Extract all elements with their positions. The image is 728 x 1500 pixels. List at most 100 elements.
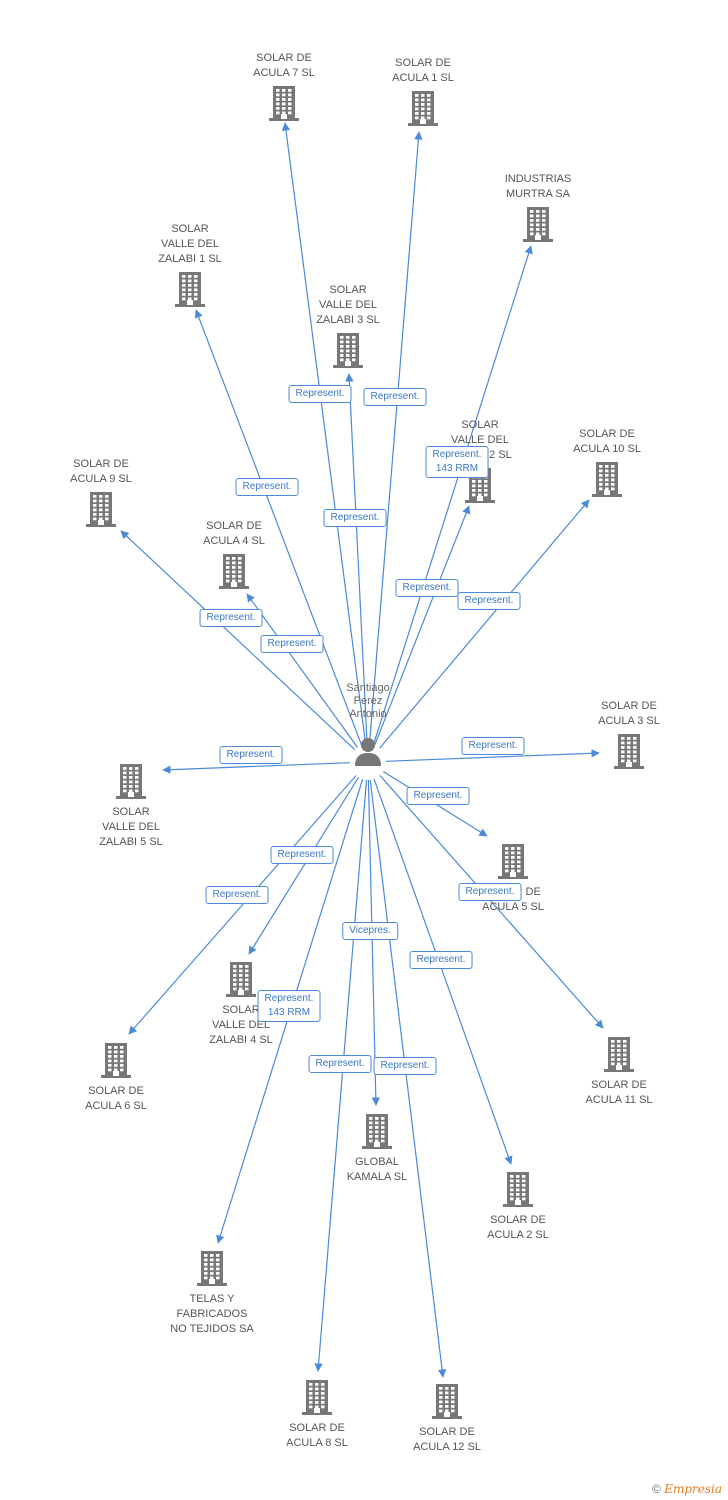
company-name: SOLAR VALLE DEL ZALABI 4 SL: [209, 1004, 273, 1046]
company-node-n1[interactable]: SOLAR DE ACULA 7 SL: [224, 51, 344, 121]
company-name: SOLAR VALLE DEL ZALABI 5 SL: [99, 806, 163, 848]
building-icon: [175, 272, 205, 307]
edge-n13: [248, 776, 360, 955]
edge-label-n8[interactable]: Represent.: [199, 609, 263, 627]
edge-label-n10[interactable]: Represent.: [461, 737, 525, 755]
building-icon: [592, 462, 622, 497]
edge-label-n13[interactable]: Represent.: [270, 846, 334, 864]
company-node-n11[interactable]: SOLAR VALLE DEL ZALABI 5 SL: [71, 763, 191, 850]
center-person[interactable]: Santiago Perez Antonio: [318, 682, 418, 767]
building-icon: [523, 207, 553, 242]
company-name: SOLAR DE ACULA 9 SL: [70, 458, 132, 485]
building-icon: [604, 1037, 634, 1072]
person-name: Santiago Perez Antonio: [346, 682, 390, 720]
building-icon: [432, 1384, 462, 1419]
edge-label-n9[interactable]: Represent.: [260, 635, 324, 653]
company-name: SOLAR VALLE DEL ZALABI 1 SL: [158, 223, 222, 265]
edge-label-n7[interactable]: Represent.: [457, 592, 521, 610]
edge-n19: [314, 779, 368, 1372]
building-icon: [219, 554, 249, 589]
company-name: TELAS Y FABRICADOS NO TEJIDOS SA: [170, 1293, 254, 1335]
building-icon: [503, 1172, 533, 1207]
company-name: SOLAR DE ACULA 8 SL: [286, 1422, 348, 1449]
company-node-n3[interactable]: INDUSTRIAS MURTRA SA: [478, 172, 598, 242]
company-node-n10[interactable]: SOLAR DE ACULA 3 SL: [569, 699, 689, 769]
building-icon: [226, 962, 256, 997]
building-icon: [302, 1380, 332, 1415]
building-icon: [269, 86, 299, 121]
company-node-n16[interactable]: GLOBAL KAMALA SL: [317, 1113, 437, 1185]
company-node-n13[interactable]: SOLAR VALLE DEL ZALABI 4 SL: [181, 961, 301, 1048]
company-node-n8[interactable]: SOLAR DE ACULA 9 SL: [41, 457, 161, 527]
company-node-n18[interactable]: TELAS Y FABRICADOS NO TEJIDOS SA: [152, 1250, 272, 1337]
edge-n6: [374, 505, 471, 746]
company-name: SOLAR DE ACULA 11 SL: [585, 1079, 653, 1106]
building-icon: [116, 764, 146, 799]
edge-label-n18[interactable]: Represent. 143 RRM: [257, 990, 321, 1022]
edge-n10: [385, 749, 600, 762]
building-icon: [614, 734, 644, 769]
edge-n20: [369, 779, 447, 1378]
company-node-n17[interactable]: SOLAR DE ACULA 2 SL: [458, 1171, 578, 1243]
edge-n2: [368, 131, 423, 745]
edge-n9: [246, 593, 358, 748]
edge-label-n6[interactable]: Represent.: [395, 579, 459, 597]
edge-label-n1[interactable]: Represent.: [288, 385, 352, 403]
company-name: SOLAR DE ACULA 7 SL: [253, 52, 315, 79]
company-name: SOLAR DE ACULA 10 SL: [573, 428, 641, 455]
edge-n16: [367, 779, 381, 1106]
edge-n4: [194, 309, 363, 746]
building-icon: [197, 1251, 227, 1286]
edge-label-n19[interactable]: Represent.: [308, 1055, 372, 1073]
company-name: INDUSTRIAS MURTRA SA: [504, 173, 572, 200]
building-icon: [333, 333, 363, 368]
company-name: SOLAR DE ACULA 2 SL: [487, 1214, 549, 1241]
company-name: SOLAR DE ACULA 4 SL: [203, 520, 265, 547]
edge-label-n3[interactable]: Represent. 143 RRM: [425, 446, 489, 478]
edge-label-n2[interactable]: Represent.: [363, 388, 427, 406]
company-name: SOLAR DE ACULA 3 SL: [598, 700, 660, 727]
company-node-n5[interactable]: SOLAR VALLE DEL ZALABI 3 SL: [288, 283, 408, 368]
edge-label-n17[interactable]: Represent.: [409, 951, 473, 969]
edge-label-n5[interactable]: Represent.: [323, 509, 387, 527]
edge-label-n14[interactable]: Represent.: [205, 886, 269, 904]
company-node-n14[interactable]: SOLAR DE ACULA 6 SL: [56, 1042, 176, 1114]
edge-label-n4[interactable]: Represent.: [235, 478, 299, 496]
building-icon: [101, 1043, 131, 1078]
edge-n5: [345, 373, 368, 745]
edge-n11: [162, 762, 351, 774]
company-name: SOLAR DE ACULA 6 SL: [85, 1085, 147, 1112]
company-node-n4[interactable]: SOLAR VALLE DEL ZALABI 1 SL: [130, 222, 250, 307]
company-name: SOLAR DE ACULA 12 SL: [413, 1426, 481, 1453]
edge-n15: [379, 775, 604, 1029]
footer: © Empresia: [652, 1482, 722, 1496]
copyright-symbol: ©: [652, 1482, 661, 1496]
company-name: SOLAR DE ACULA 1 SL: [392, 57, 454, 84]
company-name: GLOBAL KAMALA SL: [346, 1156, 408, 1183]
company-node-n9[interactable]: SOLAR DE ACULA 4 SL: [174, 519, 294, 589]
company-node-n7[interactable]: SOLAR DE ACULA 10 SL: [547, 427, 667, 497]
company-node-n15[interactable]: SOLAR DE ACULA 11 SL: [559, 1036, 679, 1108]
edge-n14: [128, 775, 357, 1035]
edge-n3: [372, 245, 533, 746]
company-node-n2[interactable]: SOLAR DE ACULA 1 SL: [363, 56, 483, 126]
edge-n7: [379, 499, 590, 749]
building-icon: [408, 91, 438, 126]
edge-label-n20[interactable]: Represent.: [373, 1057, 437, 1075]
edge-label-n16[interactable]: Vicepres.: [342, 922, 398, 940]
building-icon: [362, 1114, 392, 1149]
edge-label-n15[interactable]: Represent.: [458, 883, 522, 901]
brand-logo[interactable]: Empresia: [664, 1482, 722, 1496]
company-node-n19[interactable]: SOLAR DE ACULA 8 SL: [257, 1379, 377, 1451]
edge-label-n11[interactable]: Represent.: [219, 746, 283, 764]
company-name: SOLAR VALLE DEL ZALABI 3 SL: [316, 284, 380, 326]
edge-n1: [281, 122, 367, 745]
edge-n17: [373, 778, 513, 1165]
person-icon: [355, 738, 381, 766]
building-icon: [86, 492, 116, 527]
edge-label-n12[interactable]: Represent.: [406, 787, 470, 805]
company-node-n12[interactable]: SOLAR DE ACULA 5 SL: [453, 843, 573, 915]
building-icon: [498, 844, 528, 879]
edge-n8: [120, 530, 356, 751]
company-node-n20[interactable]: SOLAR DE ACULA 12 SL: [387, 1383, 507, 1455]
